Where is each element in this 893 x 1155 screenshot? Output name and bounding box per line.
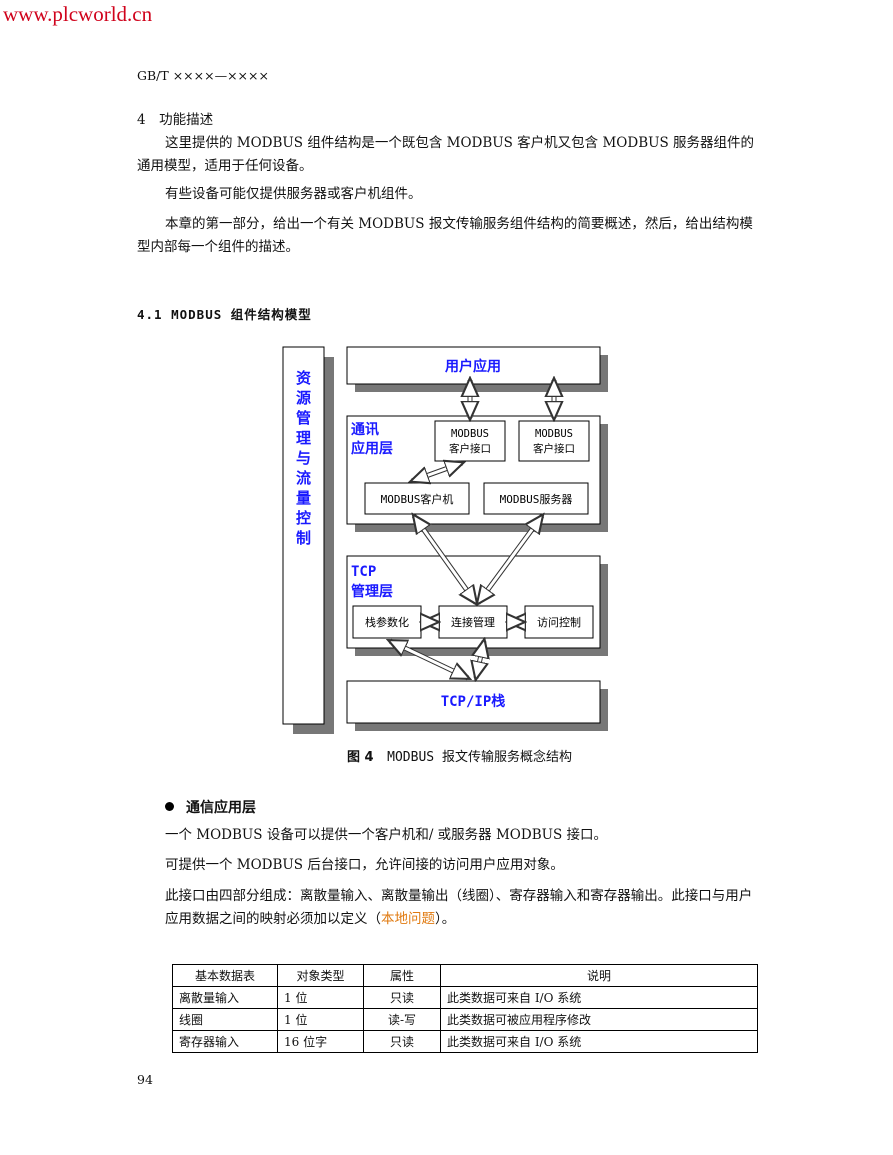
cell: 1 位 bbox=[277, 986, 364, 1009]
paragraph-2: 有些设备可能仅提供服务器或客户机组件。 bbox=[165, 186, 422, 202]
bullet-line-1: 一个 MODBUS 设备可以提供一个客户机和/ 或服务器 MODBUS 接口。 bbox=[165, 827, 608, 843]
table-row: 离散量输入 1 位 只读 此类数据可来自 I/O 系统 bbox=[172, 986, 758, 1009]
architecture-diagram: 资源管理与流量控制 用户应用 通讯 应用层 MODBUS 客户接口 MODBUS… bbox=[282, 346, 608, 734]
bullet-icon bbox=[165, 802, 174, 811]
figure-caption: 图 4 MODBUS 报文传输服务概念结构 bbox=[347, 746, 572, 765]
resource-management-column: 资源管理与流量控制 bbox=[282, 346, 334, 734]
bullet-heading: 通信应用层 bbox=[165, 797, 256, 817]
cell: 此类数据可被应用程序修改 bbox=[440, 1008, 758, 1031]
table-row: 寄存器输入 16 位字 只读 此类数据可来自 I/O 系统 bbox=[172, 1030, 758, 1053]
client-iface-1-line2: 客户接口 bbox=[449, 442, 491, 455]
cell: 1 位 bbox=[277, 1008, 364, 1031]
cell: 此类数据可来自 I/O 系统 bbox=[440, 1030, 758, 1053]
cell: 只读 bbox=[363, 1030, 441, 1053]
figure-label: 图 4 bbox=[347, 750, 374, 765]
tcp-layer-label-2: 管理层 bbox=[351, 583, 393, 600]
side-label: 资源管理与流量控制 bbox=[294, 369, 312, 550]
bullet-line-3-tail: ）。 bbox=[435, 911, 456, 927]
cell: 16 位字 bbox=[277, 1030, 364, 1053]
access-ctrl: 访问控制 bbox=[537, 615, 581, 629]
user-app-label: 用户应用 bbox=[445, 358, 501, 375]
table-row: 线圈 1 位 读-写 此类数据可被应用程序修改 bbox=[172, 1008, 758, 1031]
tcpip-stack-box: TCP/IP栈 bbox=[346, 680, 608, 731]
bullet-line-3-text: 此接口由四部分组成：离散量输入、离散量输出（线圈）、寄存器输入和寄存器输出。此接… bbox=[165, 888, 753, 927]
cell: 读-写 bbox=[363, 1008, 441, 1031]
tcp-management-layer: TCP 管理层 栈参数化 连接管理 访问控制 bbox=[346, 555, 608, 656]
user-app-box: 用户应用 bbox=[346, 346, 608, 392]
watermark: www.plcworld.cn bbox=[3, 2, 153, 26]
table-header-row: 基本数据表 对象类型 属性 说明 bbox=[172, 964, 758, 987]
page-number: 94 bbox=[137, 1072, 153, 1087]
comm-app-layer: 通讯 应用层 MODBUS 客户接口 MODBUS 客户接口 MODBUS客户机… bbox=[346, 415, 608, 532]
comm-layer-label-1: 通讯 bbox=[351, 422, 379, 438]
client-iface-1-line1: MODBUS bbox=[451, 428, 489, 440]
stack-param: 栈参数化 bbox=[365, 615, 409, 629]
bullet-line-3: 此接口由四部分组成：离散量输入、离散量输出（线圈）、寄存器输入和寄存器输出。此接… bbox=[165, 885, 760, 931]
th-attr: 属性 bbox=[363, 964, 441, 987]
modbus-server: MODBUS服务器 bbox=[500, 493, 573, 506]
client-iface-2-line2: 客户接口 bbox=[533, 442, 575, 455]
tcp-layer-label-1: TCP bbox=[351, 564, 376, 580]
modbus-client: MODBUS客户机 bbox=[381, 492, 454, 506]
tcpip-stack-label: TCP/IP栈 bbox=[441, 693, 506, 710]
bullet-line-2: 可提供一个 MODBUS 后台接口，允许间接的访问用户应用对象。 bbox=[165, 857, 564, 873]
th-type: 对象类型 bbox=[277, 964, 364, 987]
bullet-heading-text: 通信应用层 bbox=[186, 800, 256, 816]
standard-header: GB/T ××××—×××× bbox=[137, 68, 269, 83]
comm-layer-label-2: 应用层 bbox=[351, 440, 393, 457]
cell: 只读 bbox=[363, 986, 441, 1009]
cell: 线圈 bbox=[172, 1008, 278, 1031]
local-issue-highlight: 本地问题 bbox=[381, 911, 435, 927]
cell: 离散量输入 bbox=[172, 986, 278, 1009]
section-4-1-heading: 4.1 MODBUS 组件结构模型 bbox=[137, 307, 312, 322]
paragraph-3: 本章的第一部分，给出一个有关 MODBUS 报文传输服务组件结构的简要概述，然后… bbox=[137, 216, 753, 255]
client-iface-2-line1: MODBUS bbox=[535, 428, 573, 440]
conn-mgmt: 连接管理 bbox=[451, 615, 495, 629]
th-table: 基本数据表 bbox=[172, 964, 278, 987]
th-desc: 说明 bbox=[440, 964, 758, 987]
cell: 此类数据可来自 I/O 系统 bbox=[440, 986, 758, 1009]
paragraph-1: 这里提供的 MODBUS 组件结构是一个既包含 MODBUS 客户机又包含 MO… bbox=[137, 135, 755, 174]
cell: 寄存器输入 bbox=[172, 1030, 278, 1053]
data-table: 基本数据表 对象类型 属性 说明 离散量输入 1 位 只读 此类数据可来自 I/… bbox=[172, 964, 758, 1053]
figure-title: MODBUS 报文传输服务概念结构 bbox=[387, 750, 572, 765]
section-4-heading: 4 功能描述 bbox=[137, 112, 214, 128]
